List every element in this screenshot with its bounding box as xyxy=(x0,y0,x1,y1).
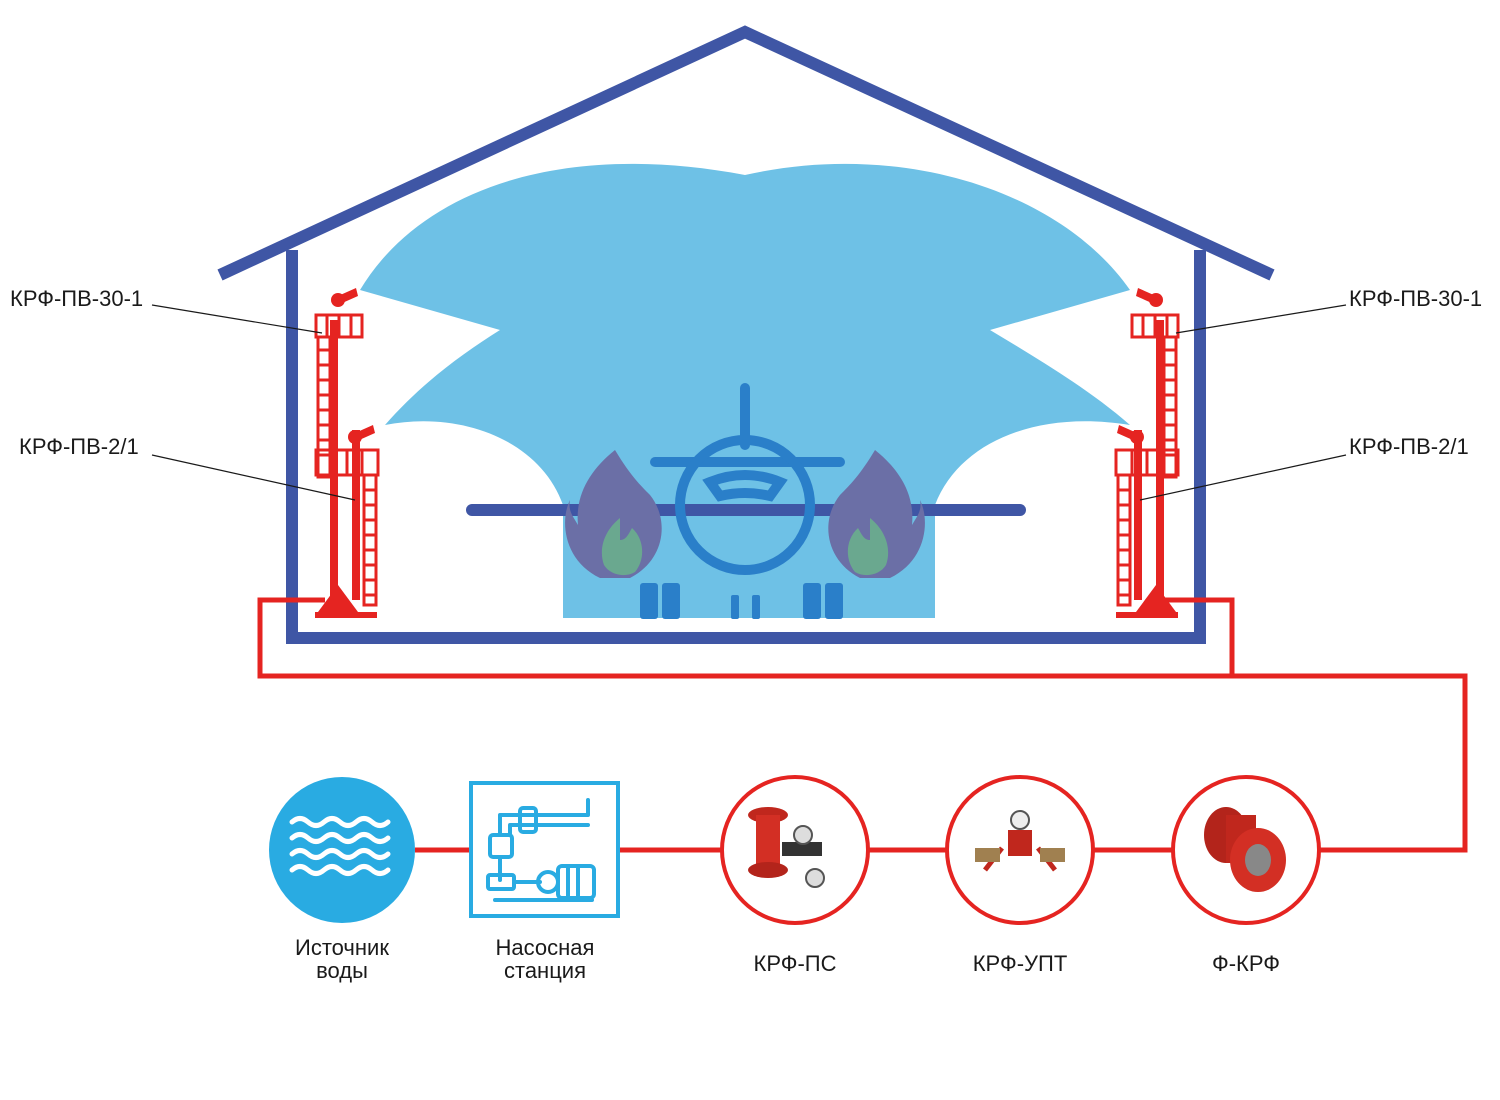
label-krf-ps: КРФ-ПС xyxy=(753,951,837,976)
label-pump-station-line2: станция xyxy=(503,958,587,984)
label-monitor-right-top: КРФ-ПВ-30-1 xyxy=(1349,286,1483,311)
label-water-source-line2: воды xyxy=(316,958,368,984)
krf-ps-valve-icon xyxy=(720,775,870,925)
leader-lines xyxy=(151,304,1347,501)
label-f-krf: Ф-КРФ xyxy=(1211,951,1281,976)
pipe-network xyxy=(257,597,1468,853)
airplane-icon xyxy=(466,383,1026,619)
hangar-building xyxy=(217,25,1275,644)
label-pump-station-line1: Насосная xyxy=(495,935,595,960)
f-krf-filter-icon xyxy=(1171,775,1321,925)
label-monitor-left-bottom: КРФ-ПВ-2/1 xyxy=(19,434,139,459)
krf-upt-device-icon xyxy=(945,775,1095,925)
label-pump-station: Насосная станция xyxy=(455,936,635,982)
pump-station-icon xyxy=(469,781,620,918)
water-source-icon xyxy=(269,777,415,923)
fire-monitor-tower-left xyxy=(314,288,380,618)
label-monitor-left-top: КРФ-ПВ-30-1 xyxy=(10,286,144,311)
label-water-source: Источник воды xyxy=(252,936,432,982)
fire-icon-left xyxy=(565,450,662,578)
fire-icon-right xyxy=(828,450,925,578)
label-krf-upt: КРФ-УПТ xyxy=(972,951,1068,976)
fire-monitor-tower-right xyxy=(1114,288,1180,618)
label-monitor-right-bottom: КРФ-ПВ-2/1 xyxy=(1349,434,1469,459)
label-water-source-line1: Источник xyxy=(295,935,389,960)
